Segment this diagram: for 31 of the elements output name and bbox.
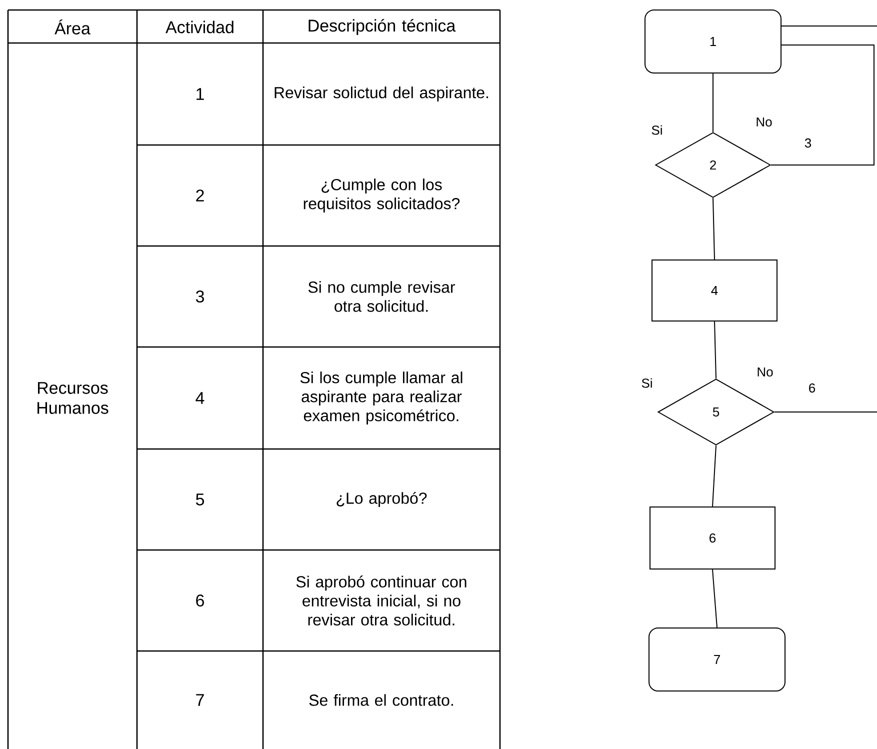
table-cell: Revisar solictud del aspirante. (274, 86, 488, 102)
edge-label: 3 (804, 138, 812, 148)
branch-label: Si (652, 125, 662, 135)
header-cell: Área (54, 20, 90, 34)
table-cell: Si no cumple revisar otra solicitud. (308, 281, 455, 312)
table-cell: Si aprobó continuar con entrevista inicial, si no revisar otra solicitud. (296, 576, 466, 626)
process-box: 4 (652, 260, 778, 322)
process-box: 6 (650, 506, 776, 570)
table-cell: 3 (196, 290, 204, 303)
table-cell: 5 (196, 494, 204, 506)
edge-label: 6 (809, 383, 816, 393)
table-cell: Recursos Humanos (38, 382, 108, 414)
table-cell: 2 (196, 190, 204, 202)
connector-line (712, 569, 718, 628)
header-cell: Actividad (166, 20, 234, 34)
table-cell: 1 (196, 88, 204, 100)
connector-line (712, 198, 715, 260)
connector-line (770, 44, 875, 166)
table-cell: ¿Lo aprobó? (336, 492, 427, 508)
header-cell: Descripción técnica (308, 18, 456, 36)
table-cell: ¿Cumple con los requisitos solicitados? (304, 178, 460, 212)
terminal-box: 7 (648, 628, 786, 692)
connector-line (712, 73, 714, 132)
table-cell: 4 (196, 392, 204, 404)
table-cell: Se firma el contrato. (309, 694, 453, 706)
connector-line (714, 321, 717, 379)
table-cell: 7 (196, 694, 204, 706)
terminal-box: 1 (644, 10, 782, 74)
table-cell: 6 (196, 594, 204, 607)
connector-line (712, 445, 717, 507)
table-cell: Si los cumple llamar al aspirante para realizar examen psicométrico. (300, 372, 462, 424)
